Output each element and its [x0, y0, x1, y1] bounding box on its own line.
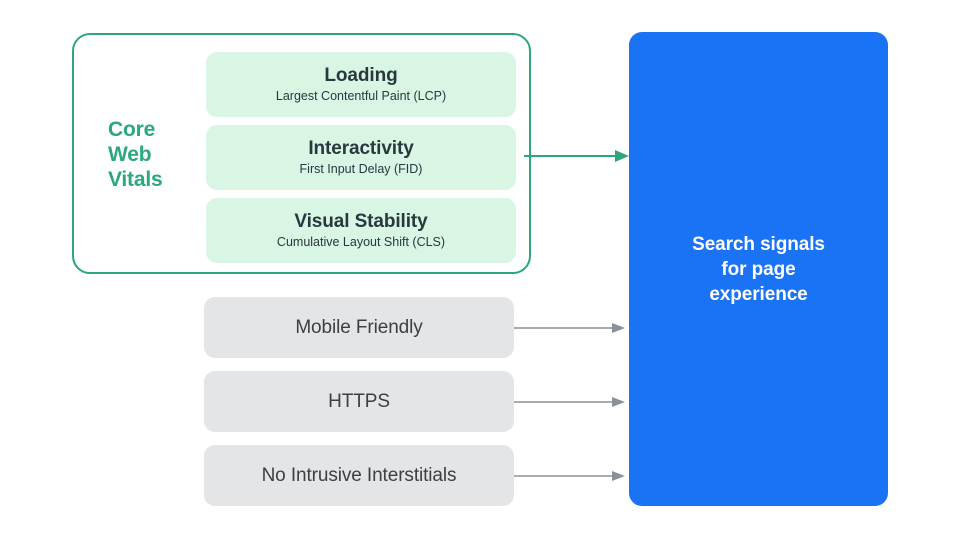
vital-card-visual-stability: Visual Stability Cumulative Layout Shift…	[206, 198, 516, 263]
signal-card-no-intrusive-interstitials: No Intrusive Interstitials	[204, 445, 514, 506]
core-web-vitals-label-line-1: Core	[108, 118, 156, 141]
vital-card-subtitle: Largest Contentful Paint (LCP)	[275, 89, 447, 103]
core-web-vitals-group: Core Web Vitals Loading Largest Contentf…	[72, 33, 531, 274]
search-signals-panel-text: Search signals for page experience	[672, 232, 845, 307]
search-signals-panel: Search signals for page experience	[629, 32, 888, 506]
core-web-vitals-label: Core Web Vitals	[108, 117, 186, 192]
vital-card-subtitle: First Input Delay (FID)	[299, 162, 423, 176]
search-signals-line-3: experience	[709, 283, 808, 305]
core-web-vitals-label-line-2: Web	[108, 143, 152, 166]
signal-card-https: HTTPS	[204, 371, 514, 432]
arrow-no-intrusive-interstitials	[514, 471, 625, 481]
vital-card-subtitle: Cumulative Layout Shift (CLS)	[276, 235, 446, 249]
vital-card-title: Interactivity	[308, 138, 414, 159]
vital-card-title: Loading	[324, 65, 398, 86]
signal-card-label: HTTPS	[328, 390, 390, 412]
arrow-mobile-friendly	[514, 323, 625, 333]
signal-card-mobile-friendly: Mobile Friendly	[204, 297, 514, 358]
arrow-https	[514, 397, 625, 407]
signal-card-label: Mobile Friendly	[295, 316, 423, 338]
signal-card-label: No Intrusive Interstitials	[261, 464, 457, 486]
core-web-vitals-label-line-3: Vitals	[108, 168, 163, 191]
vital-card-title: Visual Stability	[294, 211, 428, 232]
search-signals-line-1: Search signals	[692, 233, 825, 255]
vital-card-loading: Loading Largest Contentful Paint (LCP)	[206, 52, 516, 117]
vital-card-interactivity: Interactivity First Input Delay (FID)	[206, 125, 516, 190]
search-signals-line-2: for page	[721, 258, 796, 280]
arrow-core-web-vitals	[524, 150, 629, 162]
